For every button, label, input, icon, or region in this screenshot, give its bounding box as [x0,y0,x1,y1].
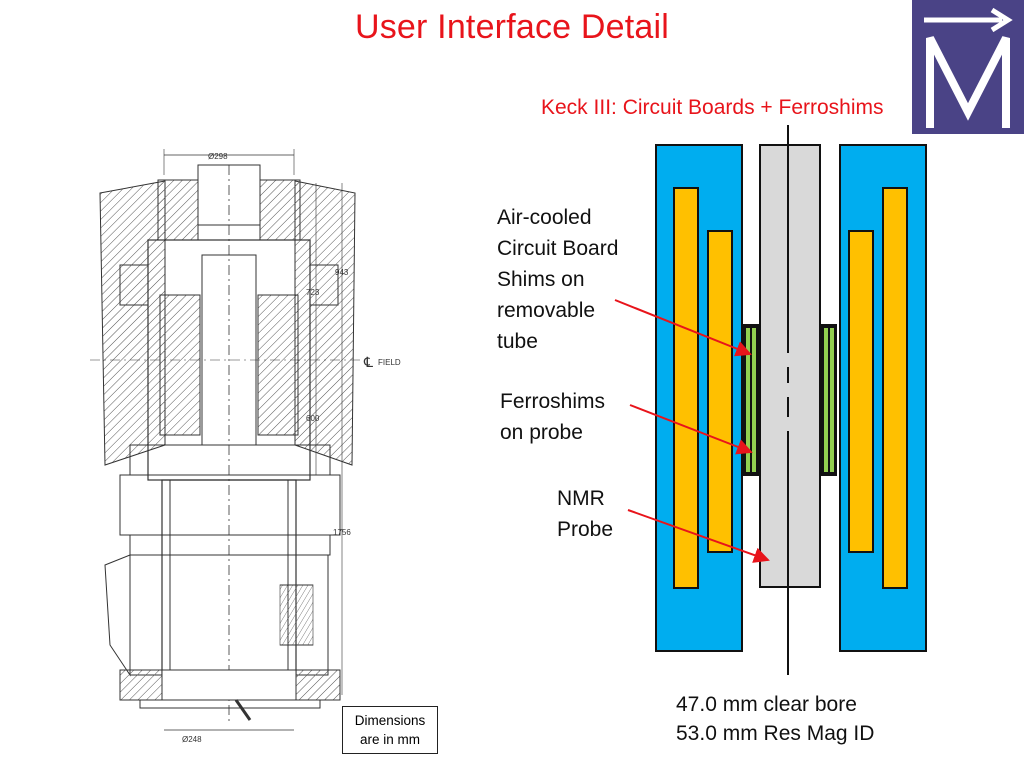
label-line: Probe [557,518,614,541]
label-line: tube [497,330,538,353]
label-line: removable [497,299,596,322]
arrow-nmr-probe [627,509,770,563]
probe-tube [759,144,821,588]
label-line: NMR [557,487,605,510]
dim-723-label: 723 [306,288,320,297]
right-inner-coil [848,230,874,553]
label-line: on probe [500,421,583,444]
label-ferroshims: Ferroshims on probe [500,386,605,448]
note-line-2: are in mm [359,732,420,747]
right-outer-coil [882,187,908,589]
centerline-symbol: ℄ [363,354,373,370]
magnet-schematic [640,125,950,690]
dim-1756-label: 1756 [333,528,351,537]
left-inner-coil [707,230,733,553]
label-air-cooled-shims: Air-cooled Circuit Board Shims on remova… [497,202,618,357]
label-line: Shims on [497,268,585,291]
bore-dimensions: 47.0 mm clear bore 53.0 mm Res Mag ID [676,690,874,748]
label-line: Ferroshims [500,390,606,413]
dim-top-label: Ø298 [208,152,228,161]
dim-943-label: 943 [335,268,349,277]
bore-line-1: 47.0 mm clear bore [676,693,857,716]
note-line-1: Dimensions [354,713,426,728]
label-nmr-probe: NMR Probe [557,483,613,545]
dim-bottom-label: Ø248 [182,735,202,744]
label-line: Circuit Board [497,237,619,260]
left-outer-coil [673,187,699,589]
centerline-label: FIELD [378,358,401,367]
bore-line-2: 53.0 mm Res Mag ID [676,722,875,745]
engineering-drawing: Ø298 Ø248 723 600 943 1756 ℄ FIELD [90,145,430,750]
label-line: Air-cooled [497,206,592,229]
slide-title: User Interface Detail [354,8,670,46]
m-logo-icon [912,0,1024,134]
right-shim-green-1 [824,328,828,472]
arrow-shims [614,299,752,357]
left-shim-green-1 [746,328,750,472]
arrow-ferroshims [629,404,753,455]
dim-600-label: 600 [306,414,320,423]
dimensions-note: Dimensions are in mm [342,706,438,754]
diagram-subtitle: Keck III: Circuit Boards + Ferroshims [541,96,884,119]
right-shim-green-2 [830,328,834,472]
left-shim-green-2 [752,328,756,472]
